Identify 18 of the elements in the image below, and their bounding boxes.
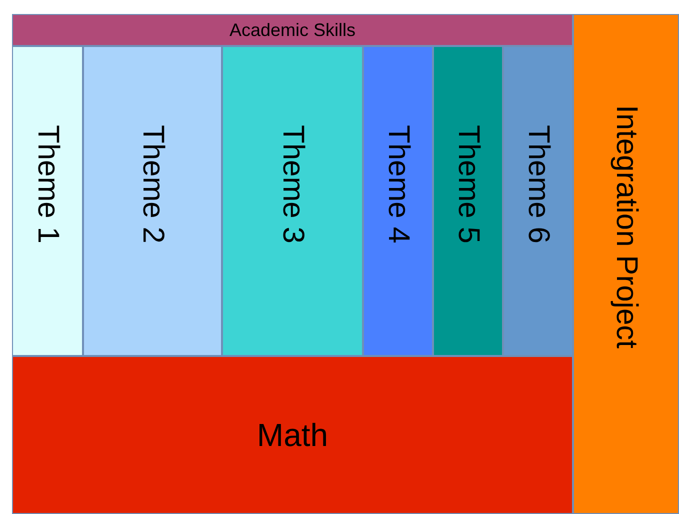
band-label: Theme 5 <box>451 125 485 244</box>
band-label: Math <box>256 416 328 454</box>
band-label: Integration Project <box>609 105 643 348</box>
colored-band <box>222 46 363 356</box>
band-label: Academic Skills <box>229 20 356 40</box>
colored-band <box>573 14 679 514</box>
colored-band <box>12 46 83 356</box>
colored-band <box>363 46 433 356</box>
band-label: Theme 2 <box>136 125 170 244</box>
band-label: Theme 6 <box>521 125 555 244</box>
colored-band <box>12 356 573 514</box>
band-label: Theme 4 <box>381 125 415 244</box>
colored-band <box>433 46 503 356</box>
band-label: Theme 3 <box>276 125 310 244</box>
colored-band <box>12 14 573 46</box>
colored-band <box>83 46 222 356</box>
band-label: Theme 1 <box>30 125 64 244</box>
colored-band <box>503 46 573 356</box>
